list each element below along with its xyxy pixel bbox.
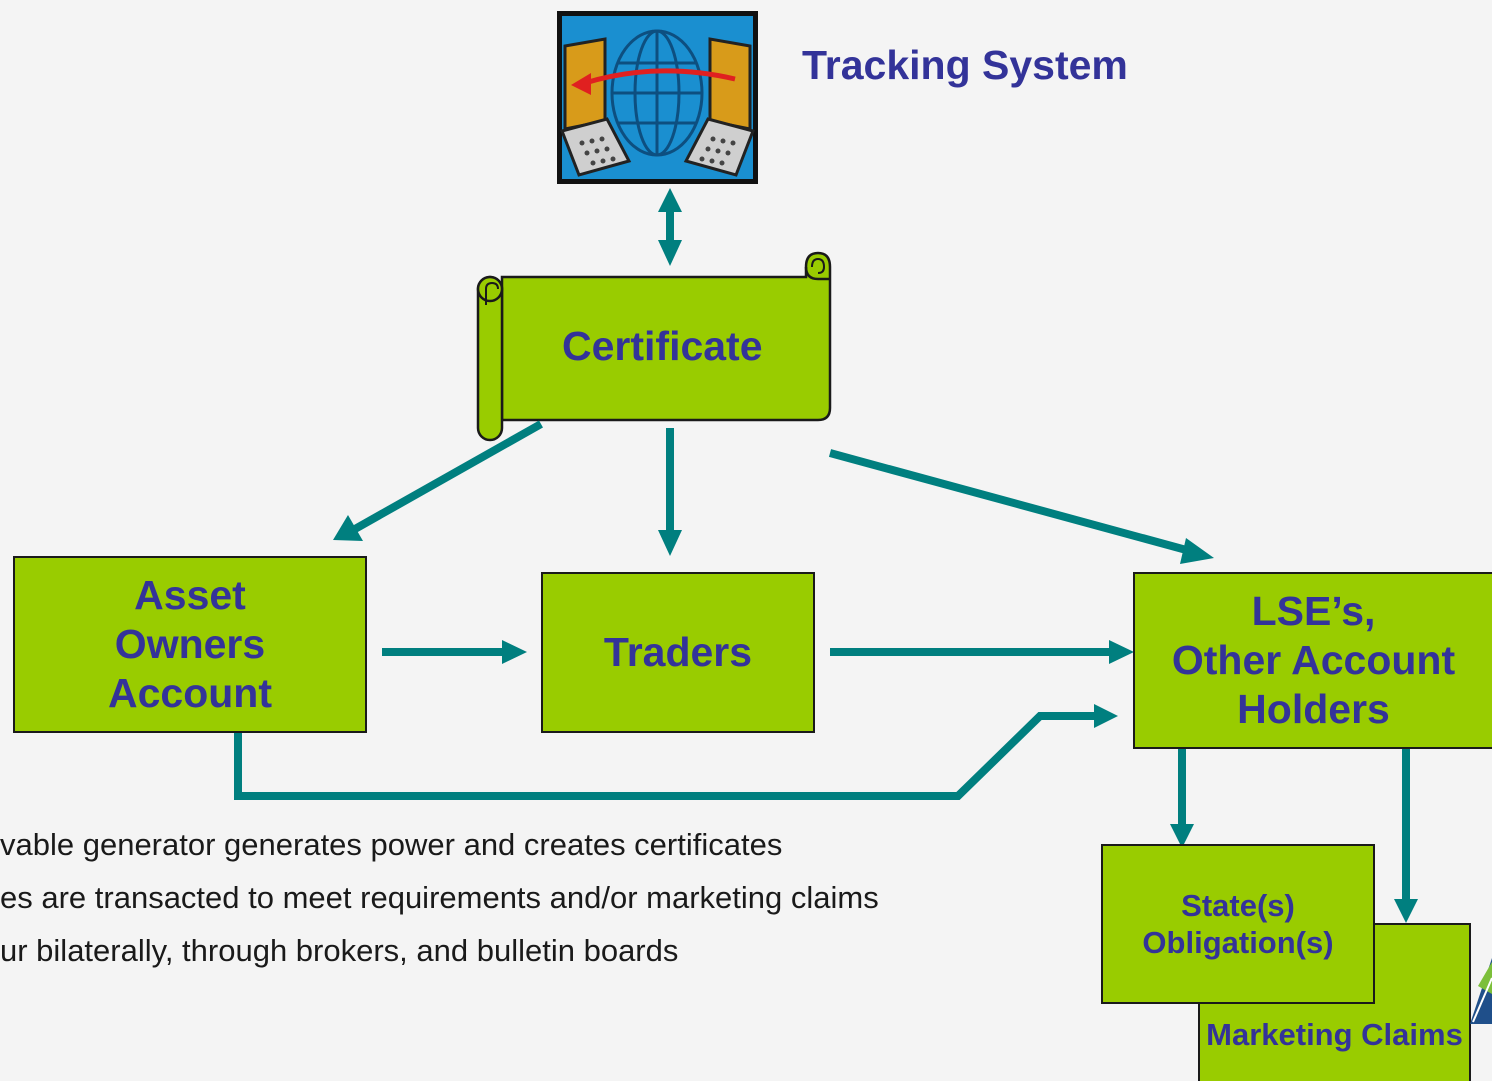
arrow-head-up xyxy=(658,188,682,212)
arrow-traders-lse xyxy=(830,648,1113,656)
arrow-asset-traders xyxy=(382,648,506,656)
lse-account-holders-box: LSE’s, Other Account Holders xyxy=(1133,572,1492,749)
arrow-head-marketing xyxy=(1394,899,1418,923)
arrow-asset-lse-route xyxy=(234,712,1098,800)
state-obligations-box: State(s) Obligation(s) xyxy=(1101,844,1375,1004)
logo-icon xyxy=(1470,958,1492,1024)
arrow-head-traders xyxy=(658,530,682,556)
asset-owners-account-box: Asset Owners Account xyxy=(13,556,367,733)
arrow-head-asset xyxy=(333,515,363,541)
arrow-certificate-traders xyxy=(666,428,674,538)
note-line-3: ur bilaterally, through brokers, and bul… xyxy=(0,933,679,968)
certificate-scroll xyxy=(470,245,840,450)
note-line-2: es are transacted to meet requirements a… xyxy=(0,880,879,915)
arrow-lse-marketing xyxy=(1402,748,1410,903)
tracking-system-icon xyxy=(557,11,758,184)
certificate-label: Certificate xyxy=(562,323,763,369)
arrow-head-lse-bottom xyxy=(1094,704,1118,728)
arrow-tracking-certificate xyxy=(666,208,674,244)
note-line-1: vable generator generates power and crea… xyxy=(0,827,783,862)
arrow-lse-state xyxy=(1178,748,1186,828)
arrow-head-down xyxy=(658,240,682,266)
arrow-head-traders-left xyxy=(502,640,527,664)
arrow-certificate-lse xyxy=(828,449,1192,555)
arrow-head-lse xyxy=(1180,538,1214,564)
tracking-system-label: Tracking System xyxy=(802,42,1128,88)
arrow-head-lse-right xyxy=(1109,640,1134,664)
arrow-head-state xyxy=(1170,824,1194,848)
arrow-certificate-asset xyxy=(353,420,543,533)
traders-box: Traders xyxy=(541,572,815,733)
